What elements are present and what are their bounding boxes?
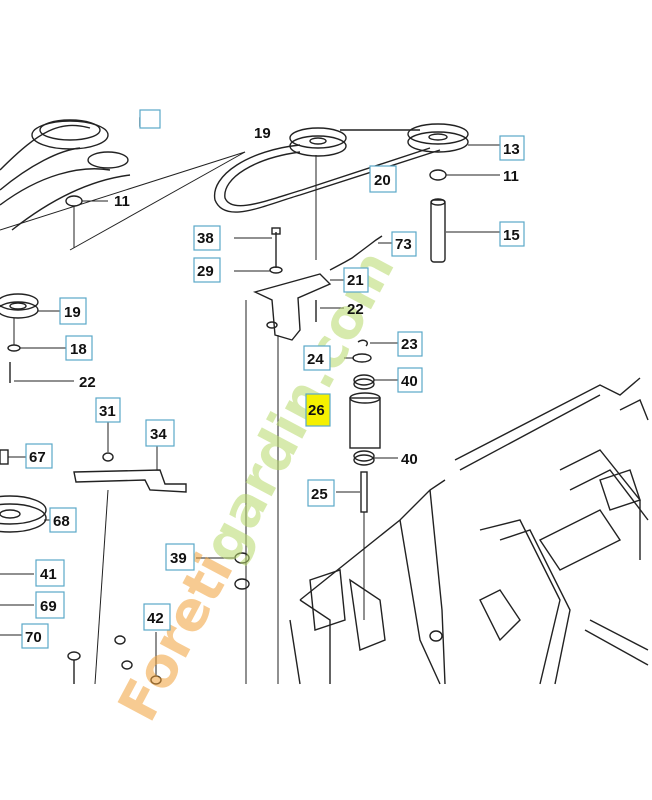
callout-41: 41 [35,559,65,587]
clips [196,552,250,590]
svg-text:23: 23 [401,336,418,353]
callout-19-top: 19 [254,125,271,142]
callout-73: 73 [391,231,417,257]
callout-67: 67 [25,443,53,469]
svg-text:20: 20 [374,172,391,189]
svg-text:31: 31 [99,403,116,420]
callout-22-right: 22 [347,301,364,318]
svg-text:19: 19 [254,125,271,142]
callout-25: 25 [307,479,335,507]
svg-text:19: 19 [64,304,81,321]
svg-text:11: 11 [114,193,130,210]
callout-40-bottom: 40 [401,451,418,468]
callout-38: 38 [193,225,221,251]
callout-18: 18 [65,335,93,361]
left-lower-parts [0,449,50,636]
idler-bracket [234,227,392,684]
top-pulley [289,127,347,260]
callout-68: 68 [49,507,77,533]
svg-text:42: 42 [147,610,164,627]
callout-labels: 19 13 11 11 20 15 38 73 29 21 22 19 18 2… [21,109,525,649]
lever-assembly [67,420,187,685]
svg-text:41: 41 [40,566,57,583]
svg-text:34: 34 [150,426,167,443]
svg-text:18: 18 [70,341,87,358]
svg-text:21: 21 [347,272,364,289]
svg-text:40: 40 [401,373,418,390]
svg-text:29: 29 [197,263,214,280]
svg-text:13: 13 [503,141,520,158]
callout-29: 29 [193,257,221,283]
parts-drawing [0,117,649,685]
svg-text:67: 67 [29,449,46,466]
callout-22-left: 22 [79,374,96,391]
svg-text:25: 25 [311,486,328,503]
callout-23: 23 [397,331,423,357]
svg-text:68: 68 [53,513,70,530]
callout-26: 26 [305,393,331,427]
svg-text:11: 11 [503,168,519,185]
callout-34: 34 [145,419,175,447]
svg-text:38: 38 [197,230,214,247]
callout-70: 70 [21,623,49,649]
callout-11-left: 11 [114,193,130,210]
svg-text:39: 39 [170,550,187,567]
svg-text:22: 22 [347,301,364,318]
callout-69: 69 [35,591,65,619]
svg-text:26: 26 [308,402,325,419]
callout-40-top: 40 [397,367,423,393]
callout-24: 24 [303,345,331,371]
svg-text:73: 73 [395,236,412,253]
svg-text:22: 22 [79,374,96,391]
callout-42: 42 [143,603,171,631]
callout-31: 31 [95,397,121,423]
callout-box-partial [139,109,161,129]
left-idler-stack [0,293,74,383]
watermark-green-text: gardin.com [190,240,407,573]
belt [213,129,441,213]
right-pulley-stack [407,123,500,263]
svg-text:70: 70 [25,629,42,646]
svg-text:24: 24 [307,351,324,368]
callout-15: 15 [499,221,525,247]
callout-13: 13 [499,135,525,161]
watermark-orange-text: Foreti [106,543,246,731]
mower-frame [289,377,649,685]
spacer-stack [336,339,398,620]
callout-20: 20 [369,165,397,193]
callout-21: 21 [343,267,369,293]
svg-text:40: 40 [401,451,418,468]
svg-text:15: 15 [503,227,520,244]
callout-11-right: 11 [503,168,519,185]
callout-39: 39 [165,543,195,571]
callout-19-left: 19 [59,297,87,325]
svg-text:69: 69 [40,598,57,615]
